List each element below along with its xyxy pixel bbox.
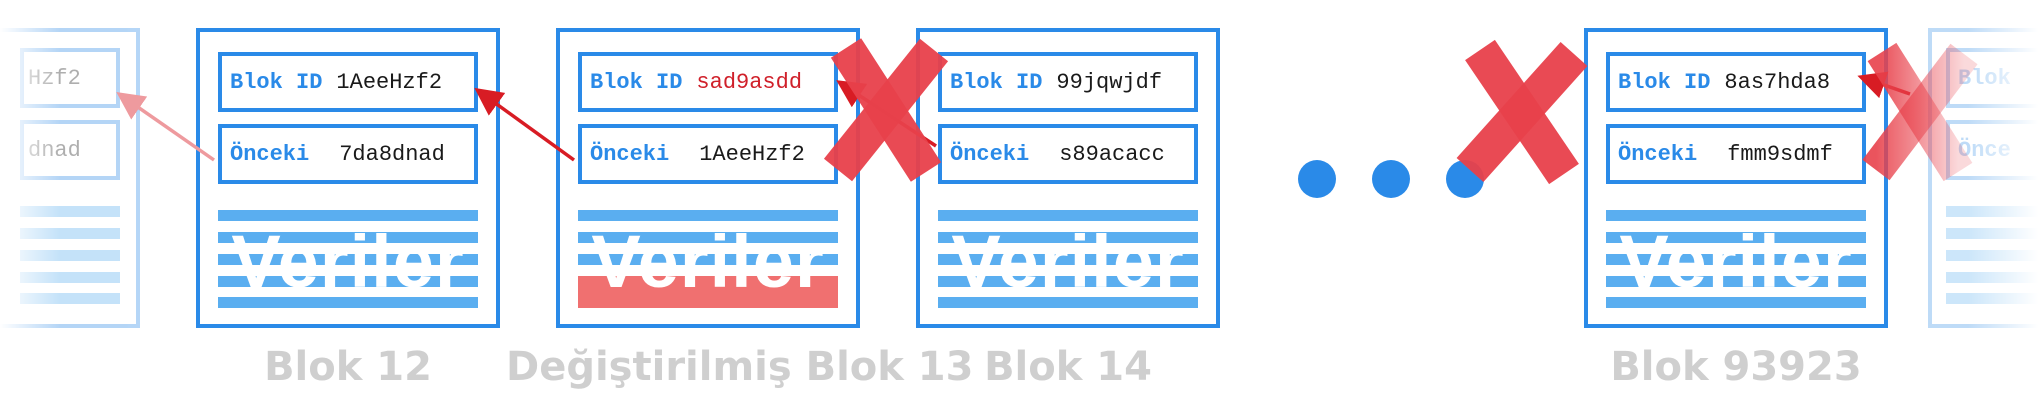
block-caption-14: Blok 14 [984,344,1152,390]
data-label: Veriler [951,220,1185,303]
block-id-label: Blok ID [950,69,1043,95]
prev-value: 7da8dnad [339,141,445,167]
ellipsis-dot-3 [1446,160,1484,198]
block-id-label: Blok ID [590,69,683,95]
fade-left [0,0,60,412]
block-id-field: Blok ID 1AeeHzf2 [218,52,478,112]
block-id-field: Blok ID sad9asdd [578,52,838,112]
block-id-field: Blok ID 8as7hda8 [1606,52,1866,112]
prev-hash-field: Önceki fmm9sdmf [1606,124,1866,184]
block-14: Blok ID 99jqwjdf Önceki s89acacc Veriler [916,28,1220,328]
prev-hash-field: Önceki s89acacc [938,124,1198,184]
block-id-value-tampered: sad9asdd [696,69,803,95]
prev-hash-field: Önceki 7da8dnad [218,124,478,184]
prev-value: fmm9sdmf [1727,141,1833,167]
block-id-field: Blok ID 99jqwjdf [938,52,1198,112]
block-12: Blok ID 1AeeHzf2 Önceki 7da8dnad Veriler [196,28,500,328]
block-caption-12: Blok 12 [264,344,432,390]
fade-right [1968,0,2038,412]
prev-label: Önceki [230,141,310,167]
block-id-value: 8as7hda8 [1724,69,1831,95]
prev-value: 1AeeHzf2 [699,141,805,167]
data-label: Veriler [231,220,465,303]
block-id-label: Blok ID [1618,69,1711,95]
prev-value: s89acacc [1059,141,1165,167]
prev-label: Önceki [1618,141,1698,167]
prev-label: Önceki [590,141,670,167]
block-id-value: 1AeeHzf2 [336,69,443,95]
block-13-tampered: Blok ID sad9asdd Önceki 1AeeHzf2 Veriler [556,28,860,328]
block-93923: Blok ID 8as7hda8 Önceki fmm9sdmf Veriler [1584,28,1888,328]
cross-icon [1456,39,1588,185]
data-label: Veriler [591,220,825,303]
ellipsis-dot-2 [1372,160,1410,198]
block-caption-93923: Blok 93923 [1610,344,1862,390]
prev-label: Önceki [950,141,1030,167]
partial-block-left: Hzf2 dnad [0,28,140,328]
ellipsis-dot-1 [1298,160,1336,198]
data-area: Veriler [938,210,1198,308]
partial-block-left-frame [0,28,140,328]
data-label: Veriler [1619,220,1853,303]
block-id-value: 99jqwjdf [1056,69,1163,95]
data-area: Veriler [1606,210,1866,308]
partial-left-data [20,206,120,304]
data-area-tampered: Veriler [578,210,838,308]
data-area: Veriler [218,210,478,308]
block-caption-13: Değiştirilmiş Blok 13 [506,344,974,390]
block-id-label: Blok ID [230,69,323,95]
prev-hash-field: Önceki 1AeeHzf2 [578,124,838,184]
